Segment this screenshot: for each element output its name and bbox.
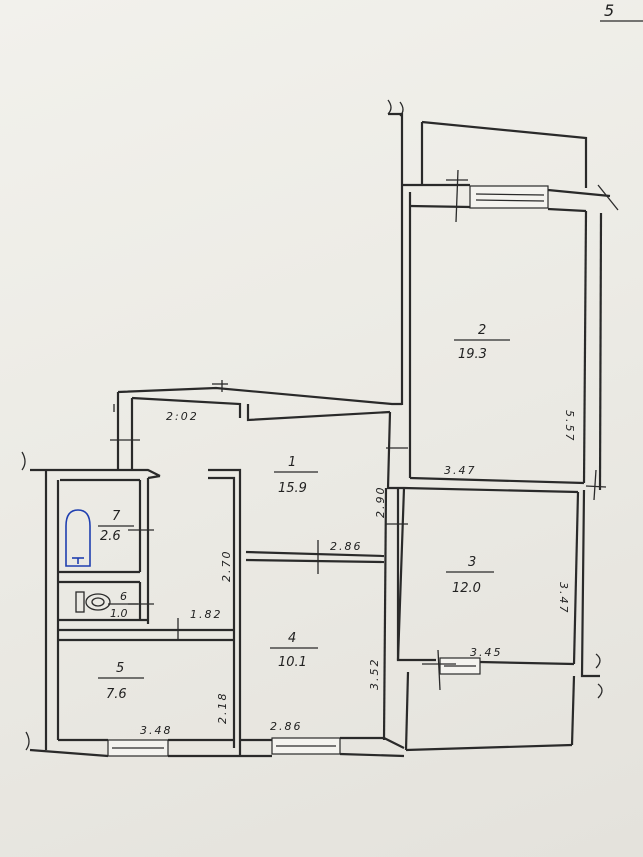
room2-window-pane-b — [475, 199, 545, 202]
svg-text:10.1: 10.1 — [278, 655, 307, 670]
partition-room1-room4-b — [245, 558, 385, 564]
svg-text:7: 7 — [112, 509, 121, 524]
room3-right-outer — [580, 489, 600, 678]
wall-break-bottom-left — [25, 731, 30, 751]
dim-corridor-bottom: 1.82 — [190, 608, 223, 621]
svg-text:1: 1 — [288, 455, 296, 470]
room-7-label: 7 2.6 — [98, 509, 134, 544]
svg-text:19.3: 19.3 — [458, 347, 487, 362]
partition-tick-h — [585, 485, 607, 488]
dim-hall-right: 2.90 — [374, 486, 387, 519]
room4-right-wall — [382, 487, 388, 741]
dim-room2-width: 3.47 — [444, 464, 477, 477]
dim-room2-height: 5.57 — [563, 410, 576, 443]
room2-left-wall-outer — [388, 112, 404, 405]
corridor-right-inner — [208, 476, 236, 748]
hall-top-wall-outer — [117, 386, 402, 406]
room3-bottom-right — [479, 660, 575, 666]
hall-top-wall-right — [246, 404, 391, 422]
dim-hall-top: 2:02 — [166, 410, 199, 423]
partition-room1-room4-a — [245, 550, 385, 558]
svg-text:2.6: 2.6 — [100, 529, 121, 544]
balcony-bottom-left — [404, 671, 410, 751]
corridor-top-stub — [147, 474, 161, 480]
room-1-label: 1 15.9 — [274, 455, 318, 496]
svg-text:4: 4 — [288, 631, 296, 646]
partition-room2-room3-a — [409, 476, 585, 485]
svg-text:1.0: 1.0 — [110, 607, 128, 620]
svg-text:7.6: 7.6 — [106, 687, 127, 702]
room4-bottom-right — [340, 736, 405, 749]
room4-bottom-outer-right — [339, 752, 405, 758]
balcony-bottom-right — [570, 675, 576, 746]
balcony-top-outline — [421, 120, 588, 188]
room2-top-inner-b — [547, 207, 587, 213]
room3-window-tick — [437, 649, 441, 691]
svg-text:6: 6 — [120, 590, 127, 603]
wall-break-left — [21, 451, 26, 471]
room-4-label: 4 10.1 — [270, 631, 318, 670]
dim-corridor: 2.70 — [220, 550, 233, 583]
dim-room4-height: 3.52 — [368, 658, 381, 691]
dim-room3-height: 3.47 — [557, 582, 570, 615]
room2-top-wall-b — [547, 188, 611, 198]
room-6-label: 6 1.0 — [108, 590, 138, 620]
dim-room5-width: 3.48 — [140, 724, 173, 737]
partition-room2-room3-b — [403, 486, 579, 494]
room2-right-wall-outer — [598, 212, 603, 491]
hall-top-wall-left — [131, 396, 242, 418]
partition-tick — [593, 469, 597, 501]
bath-top-wall-outer — [30, 468, 161, 477]
room3-left-bottom — [396, 487, 436, 662]
bathtub-icon — [65, 509, 91, 567]
room5-bottom-outer-left — [29, 748, 109, 758]
balcony-bottom-line — [405, 743, 573, 752]
dim-room4-width: 2.86 — [270, 720, 303, 733]
dim-room3-width: 3.45 — [470, 646, 503, 659]
svg-text:12.0: 12.0 — [452, 581, 481, 596]
wall-break-right — [597, 184, 619, 211]
dim-hall-bottom: 2.86 — [330, 540, 363, 553]
svg-text:3: 3 — [468, 555, 476, 570]
room2-window — [469, 185, 549, 209]
room-5-label: 5 7.6 — [98, 661, 144, 702]
svg-text:15.9: 15.9 — [278, 481, 307, 496]
corner-mark: 5 — [604, 1, 614, 20]
svg-text:5: 5 — [116, 661, 124, 676]
room2-window-tick — [455, 169, 459, 223]
wall-break-room3 — [595, 653, 603, 699]
dim-room5-height: 2.18 — [216, 692, 229, 725]
svg-text:2: 2 — [478, 323, 486, 338]
room3-right-wall — [572, 491, 580, 665]
hall-right-wall — [386, 411, 404, 490]
corridor-right-wall — [208, 468, 242, 756]
room2-right-wall-inner — [582, 210, 588, 484]
room2-top-inner-a — [409, 204, 471, 209]
room-3-label: 3 12.0 — [446, 555, 494, 596]
toilet-icon — [75, 591, 111, 613]
room2-window-pane-a — [475, 193, 545, 196]
room-2-label: 2 19.3 — [454, 323, 510, 362]
